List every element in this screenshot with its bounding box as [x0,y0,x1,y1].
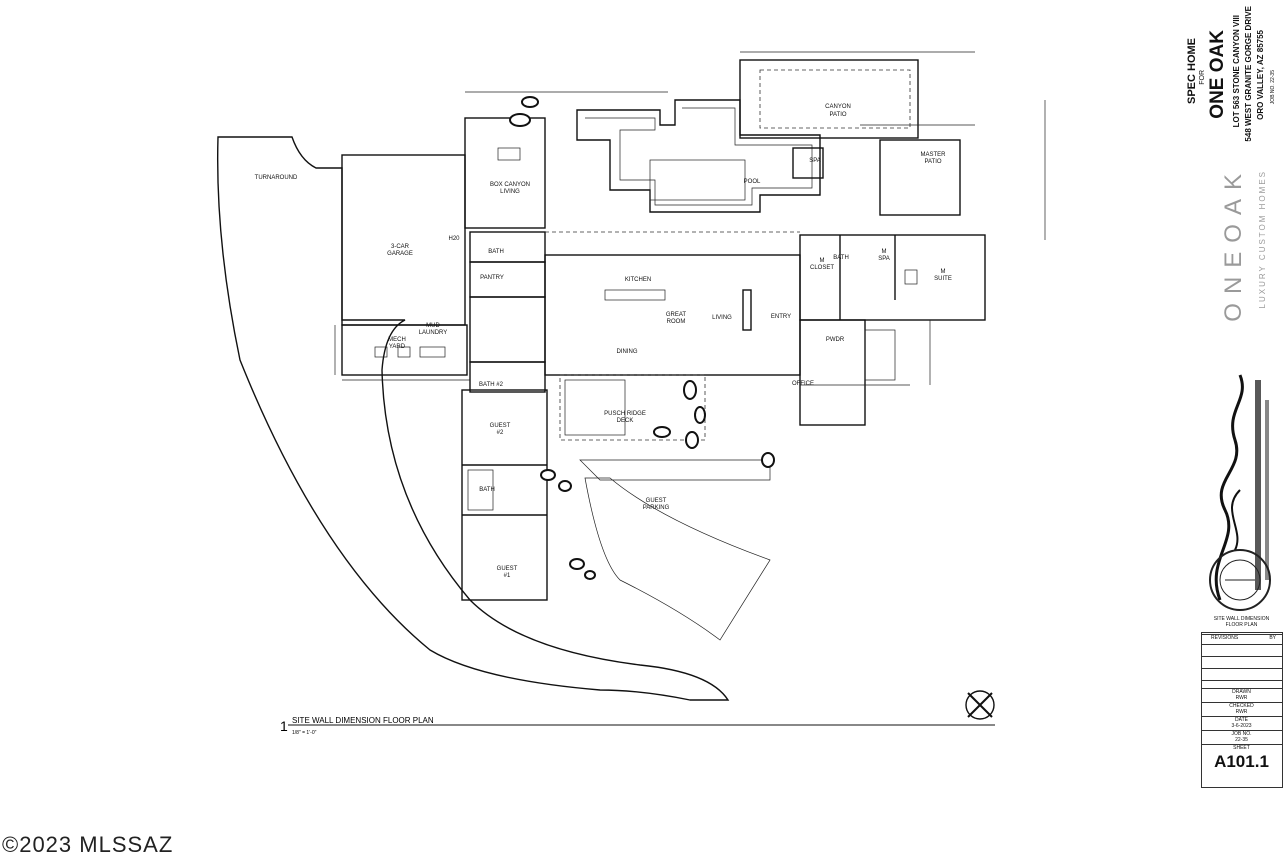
driveway-outline [216,136,730,701]
project-title-line1: SPEC HOME [1186,38,1198,105]
project-title-one-oak: ONE OAK [1207,30,1228,119]
sheet-number: A101.1 [1214,752,1269,771]
sheet-title-line1: SITE WALL DIMENSION [1213,616,1270,622]
drawing-number: 1 [280,718,288,734]
label-turnaround: TURNAROUND [255,175,298,181]
label-garage-2: GARAGE [387,251,413,257]
office-walls [799,319,866,426]
drawn-label: DRAWN [1201,688,1282,695]
mud-laundry-walls [469,296,546,363]
label-m-closet: M [820,258,825,264]
label-pusch-ridge: PUSCH RIDGE [604,411,646,417]
label-bath-2: BATH #2 [479,382,504,388]
label-master-patio: MASTER [920,152,946,158]
label-m-closet-2: CLOSET [810,265,834,271]
sheet-label: SHEET [1201,744,1282,751]
date-label: DATE [1201,716,1282,723]
label-pool: POOL [744,179,761,185]
label-parking: PARKING [643,505,670,511]
label-m-bath: BATH [833,255,849,261]
label-deck: DECK [617,418,634,424]
by-label: BY [1269,635,1276,641]
sheet-title: SITE WALL DIMENSION FLOOR PLAN [1201,616,1282,628]
label-guest-1-num: #1 [504,573,511,579]
master-suite-walls [799,234,986,321]
label-garage: 3-CAR [391,244,410,250]
project-job-short: JOB NO. 22-35 [1270,70,1276,105]
master-patio-walls [879,139,961,216]
engineer-seal [1209,549,1271,611]
label-mech: MECH [388,337,406,343]
revisions-header: REVISIONS BY [1201,634,1282,641]
drawing-scale: 1/8" = 1'-0" [292,730,317,736]
job-value: 22-35 [1235,737,1248,743]
pusch-ridge-deck [559,374,706,441]
project-title-line2: FOR [1199,70,1206,85]
label-m-spa: M [882,249,887,255]
job-label: JOB NO. [1201,730,1282,737]
label-guest-1: GUEST [497,566,518,572]
dimension-lines [334,51,1046,386]
revisions-table [1201,632,1283,788]
north-arrow-icon [965,690,995,720]
label-guest-2-num: #2 [497,430,504,436]
checked-label: CHECKED [1201,702,1282,709]
label-living: LIVING [712,315,732,321]
label-guest-2: GUEST [490,423,511,429]
boulders [509,96,775,580]
project-address2: ORO VALLEY, AZ 85755 [1256,30,1265,120]
sheet-title-line2: FLOOR PLAN [1225,622,1258,628]
label-pwdr: PWDR [826,337,845,343]
label-m-suite-2: SUITE [934,276,952,282]
label-m-spa-2: SPA [878,256,890,262]
fireplace [742,289,752,331]
label-guest-parking: GUEST [646,498,667,504]
architect-signature [1214,374,1269,601]
drawn-value: RWR [1235,695,1248,701]
label-entry: ENTRY [771,314,791,320]
garage-walls [341,154,466,326]
label-kitchen: KITCHEN [625,277,651,283]
brand-tagline: LUXURY CUSTOM HOMES [1258,170,1267,309]
label-pantry: PANTRY [480,275,504,281]
label-office: OFFICE [792,381,814,387]
label-canyon-patio-2: PATIO [829,112,846,118]
drawing-title: SITE WALL DIMENSION FLOOR PLAN [292,716,434,725]
label-canyon-patio: CANYON [825,104,851,110]
label-bath-box: BATH [488,249,504,255]
label-mech-2: YARD [389,344,406,350]
label-box-canyon: BOX CANYON [490,182,530,188]
checked-value: RWR [1235,709,1248,715]
label-great-room: GREAT [666,312,687,318]
label-mud: MUD [426,323,440,329]
project-address1: 548 WEST GRANITE GORGE DRIVE [1244,6,1253,142]
label-m-suite: M [941,269,946,275]
spa-basin [792,147,824,179]
copyright-watermark: ©2023 MLSSAZ [2,832,174,857]
label-spa: SPA [809,158,821,164]
label-dining: DINING [617,349,638,355]
revisions-label: REVISIONS [1211,635,1239,641]
brand-logo: ONEOAK [1220,165,1247,322]
guest-parking-edge [579,459,771,481]
driveway-inner-edge [584,477,771,641]
label-great-room-2: ROOM [667,319,686,325]
label-master-patio-2: PATIO [924,159,941,165]
guest-wing-walls [461,389,548,601]
label-h20: H20 [448,236,460,242]
label-bath-guest: BATH [479,487,495,493]
project-lot: LOT 563 STONE CANYON VIII [1232,15,1241,128]
canyon-patio-walls [739,59,919,139]
label-laundry: LAUNDRY [419,330,448,336]
date-value: 3-6-2023 [1231,723,1252,729]
pool-area [576,99,821,213]
mech-yard-walls [341,324,468,376]
pool-water [649,159,746,201]
label-box-canyon-2: LIVING [500,189,520,195]
box-canyon-walls [464,117,546,229]
